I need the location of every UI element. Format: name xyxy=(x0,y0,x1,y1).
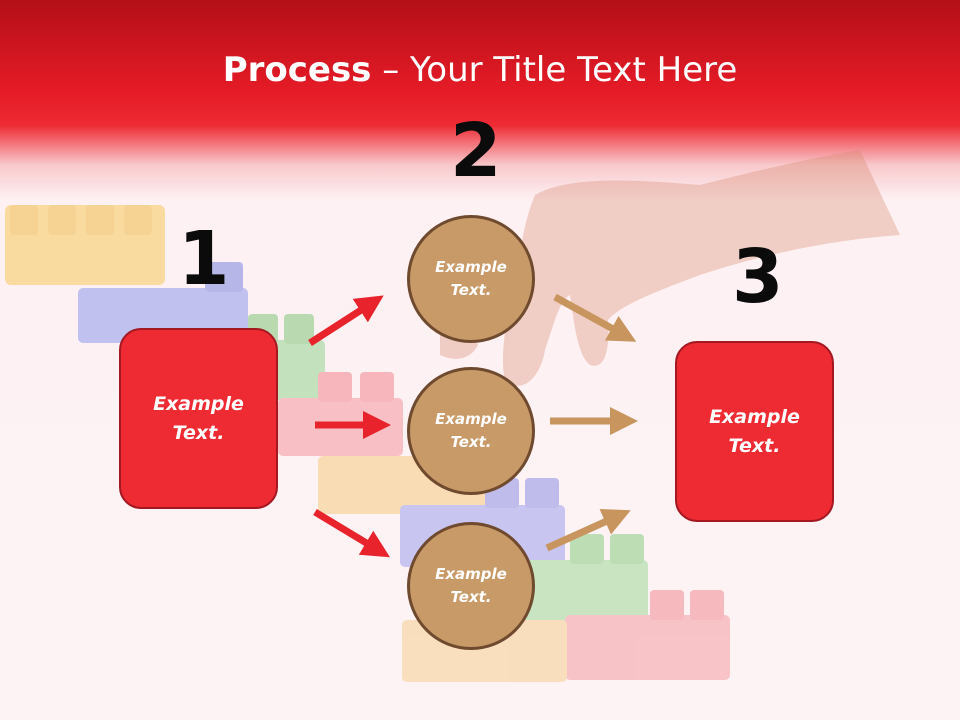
right-box-line1: Example xyxy=(709,406,800,428)
arrow-right-icon xyxy=(308,295,384,346)
title-bold: Process xyxy=(222,50,372,90)
step-number-1: 1 xyxy=(178,216,230,302)
circle-bottom-line2: Text. xyxy=(450,588,492,606)
slide-title: Process – Your Title Text Here xyxy=(0,50,960,90)
circle-middle-line2: Text. xyxy=(450,433,492,451)
right-box-line2: Text. xyxy=(728,434,781,457)
title-rest: – Your Title Text Here xyxy=(371,50,738,90)
circle-middle-line1: Example xyxy=(435,409,507,428)
arrow-right-icon xyxy=(545,508,631,552)
circle-top-line1: Example xyxy=(435,257,507,276)
circle-top-line2: Text. xyxy=(450,281,492,299)
arrow-right-icon xyxy=(553,293,637,342)
circle-bottom-line1: Example xyxy=(435,564,507,583)
left-box-line2: Text. xyxy=(172,421,225,444)
left-box-line1: Example xyxy=(153,393,244,415)
step-number-2: 2 xyxy=(450,108,502,194)
arrow-right-icon xyxy=(313,509,390,558)
step-number-3: 3 xyxy=(732,234,784,320)
